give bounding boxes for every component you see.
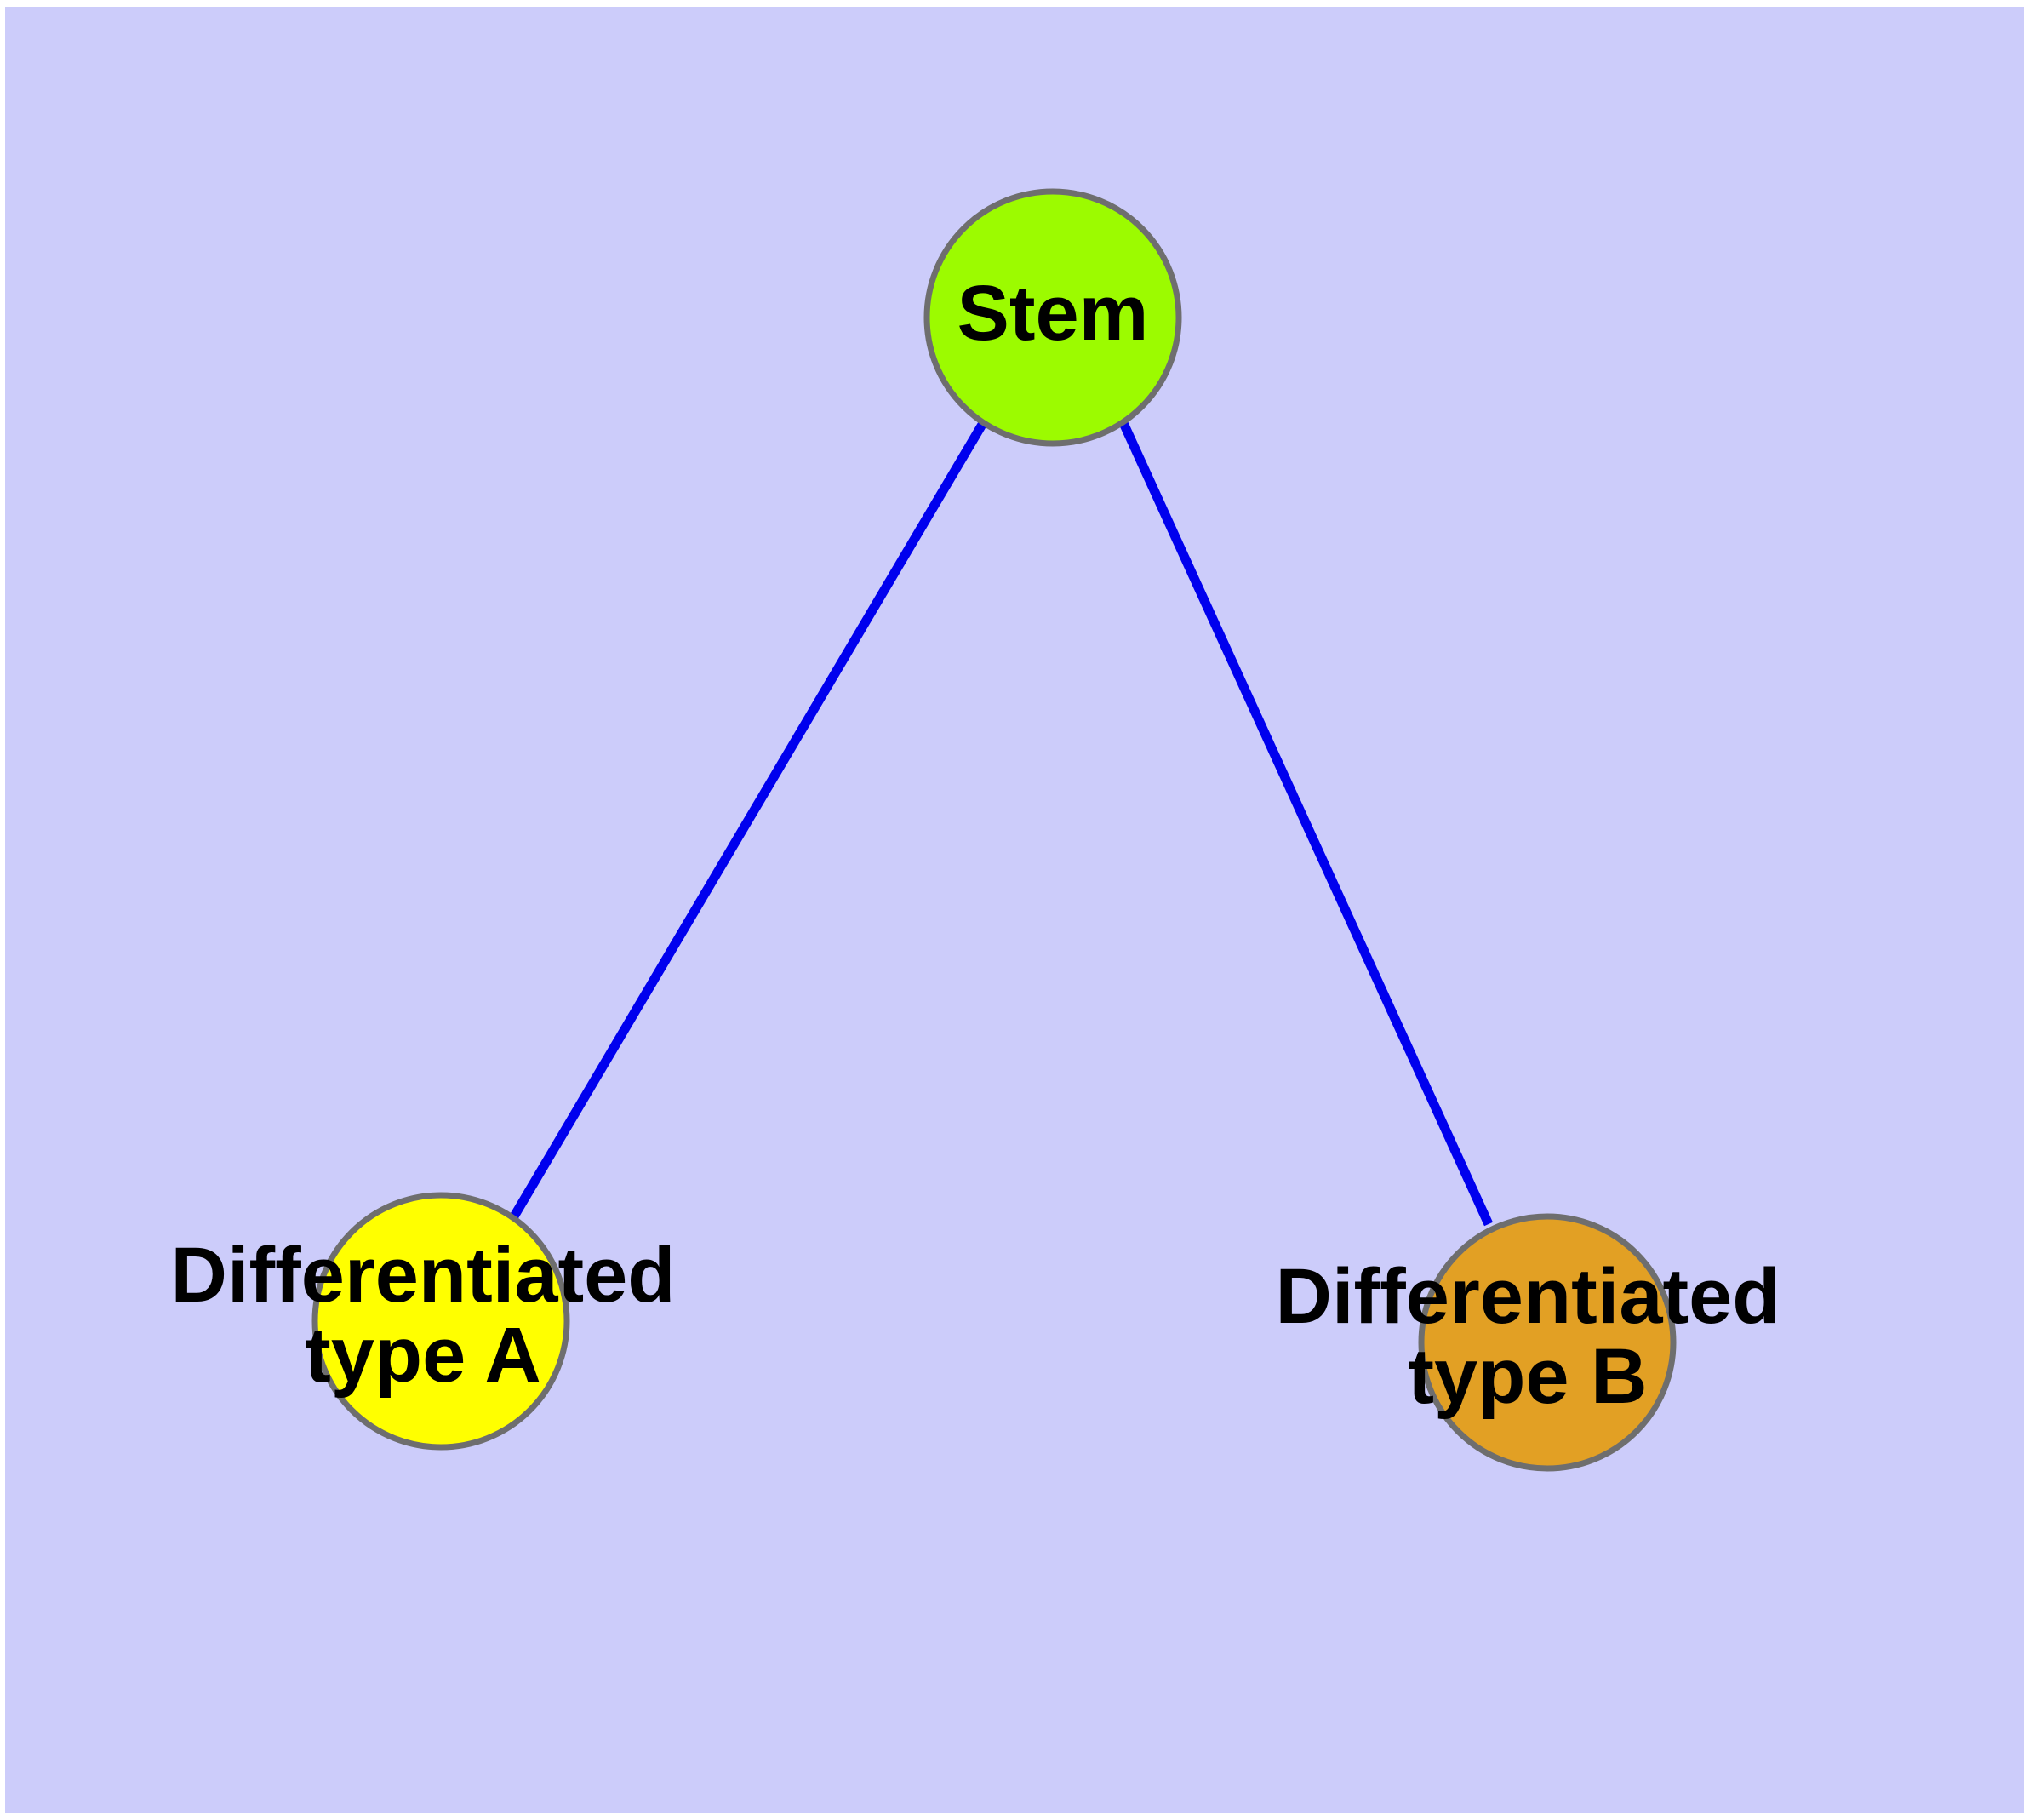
node-stem-circle[interactable] (923, 188, 1182, 447)
node-label-line: type B (1408, 1333, 1647, 1420)
node-layer (311, 188, 1677, 1472)
edge-stem-to-differentiated-type-a[interactable] (507, 421, 987, 1223)
node-label-line: Differentiated (1276, 1253, 1780, 1340)
node-differentiated-type-a[interactable] (311, 1192, 570, 1451)
node-stem[interactable] (923, 188, 1182, 447)
node-differentiated-type-b[interactable] (1418, 1213, 1677, 1472)
node-label-line: Stem (957, 270, 1149, 357)
edge-layer (507, 421, 1494, 1227)
node-label-line: Differentiated (171, 1232, 676, 1319)
node-differentiated-type-a-circle[interactable] (311, 1192, 570, 1451)
node-label-line: type A (305, 1312, 541, 1399)
node-stem-label: Stem (957, 270, 1149, 357)
node-differentiated-type-b-circle[interactable] (1418, 1213, 1677, 1472)
edge-stem-to-differentiated-type-b[interactable] (1118, 421, 1494, 1227)
